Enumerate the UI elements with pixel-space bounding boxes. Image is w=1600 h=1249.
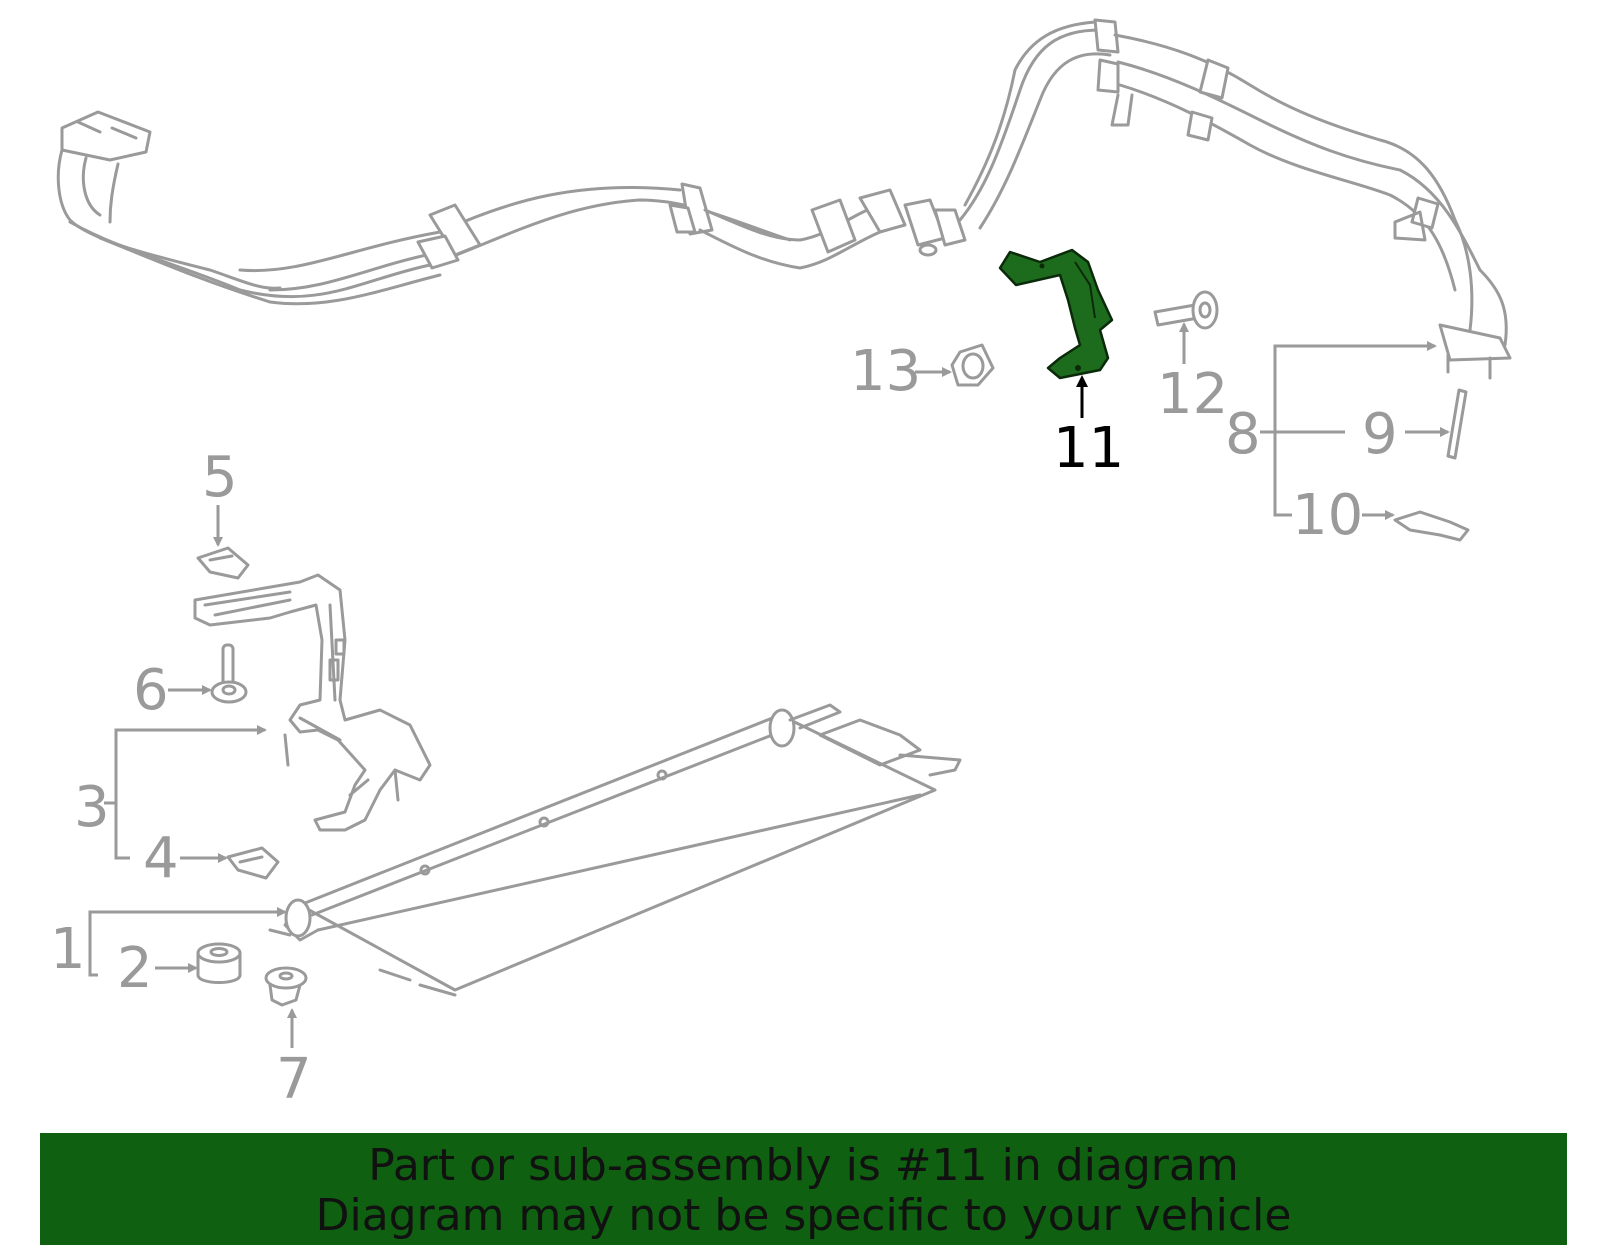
leader-lines	[88, 322, 1450, 1048]
grommet-part-2	[196, 942, 242, 984]
callout-labels: 1 2 3 4 5 6 7 8 9 10 11 12 13	[50, 339, 1398, 1112]
callout-5: 5	[202, 445, 238, 510]
clip-part-5	[196, 546, 250, 580]
clip-part-4	[226, 846, 280, 880]
banner-line-part: Part or sub-assembly is #11 in diagram	[368, 1140, 1239, 1191]
stud-part-9	[1446, 388, 1468, 460]
callout-11: 11	[1053, 416, 1124, 481]
banner-line-disclaimer: Diagram may not be specific to your vehi…	[315, 1190, 1292, 1241]
callout-9: 9	[1362, 402, 1398, 467]
bolt-part-6	[210, 643, 248, 704]
callout-4: 4	[143, 826, 179, 891]
callout-13: 13	[850, 339, 921, 404]
info-banner: Part or sub-assembly is #11 in diagram D…	[40, 1133, 1567, 1245]
callout-1: 1	[50, 917, 86, 982]
hose-pipe-assembly	[56, 18, 1512, 380]
callout-7: 7	[276, 1047, 312, 1112]
bracket-assembly-part-3	[193, 573, 432, 832]
bracket-part-11-highlighted[interactable]	[998, 248, 1114, 380]
callout-6: 6	[133, 658, 169, 723]
nut-part-7	[264, 966, 308, 1007]
nut-part-13	[950, 343, 995, 387]
callout-3: 3	[74, 775, 110, 840]
callout-2: 2	[117, 936, 153, 1001]
callout-12: 12	[1157, 362, 1228, 427]
plate-part-10	[1393, 510, 1470, 542]
cooler-part-1	[268, 703, 962, 997]
callout-10: 10	[1292, 483, 1363, 548]
callout-8: 8	[1225, 402, 1261, 467]
bolt-part-12	[1153, 290, 1219, 330]
